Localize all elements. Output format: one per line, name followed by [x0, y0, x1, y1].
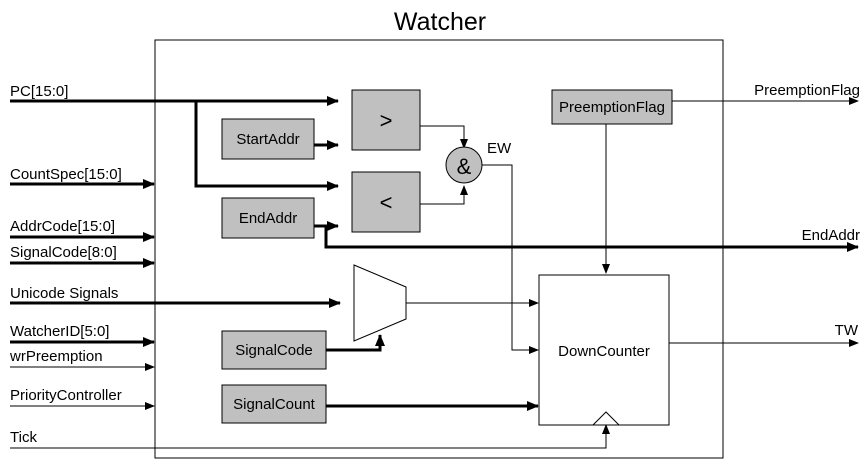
input-label-pc: PC[15:0] — [10, 83, 68, 100]
end-addr-register — [221, 197, 315, 239]
start-addr-register — [221, 118, 315, 160]
ew-label: EW — [487, 140, 512, 157]
input-label-unicode-signals: Unicode Signals — [10, 285, 118, 302]
output-label-endaddr: EndAddr — [802, 227, 860, 244]
output-label-preemptionflag: PreemptionFlag — [754, 82, 860, 99]
and-gate-symbol: & — [457, 154, 472, 179]
less-than-symbol: < — [380, 190, 393, 215]
input-label-wrpreemption: wrPreemption — [9, 348, 103, 365]
less-than-comparator — [351, 171, 421, 233]
input-label-prioritycontroller: PriorityController — [10, 387, 122, 404]
tick-wire — [10, 424, 610, 449]
signal-count-label: SignalCount — [233, 396, 316, 413]
input-label-watcherid: WatcherID[5:0] — [10, 323, 109, 340]
diagram-title: Watcher — [394, 8, 486, 36]
signal-count-register — [221, 384, 327, 424]
greater-than-comparator — [351, 89, 421, 151]
input-label-tick: Tick — [10, 429, 37, 446]
endaddr-output-bus — [314, 224, 859, 252]
ew-to-downcounter-wire — [482, 164, 539, 354]
signalcode-to-mux-bus — [326, 334, 385, 352]
signal-code-label: SignalCode — [235, 342, 313, 359]
less-to-and-wire — [420, 185, 468, 205]
end-addr-label: EndAddr — [239, 210, 297, 227]
signal-code-register — [221, 330, 327, 370]
start-addr-label: StartAddr — [236, 131, 299, 148]
multiplexer — [353, 264, 407, 342]
preemption-flag-register — [551, 89, 673, 125]
output-label-tw: TW — [835, 322, 859, 339]
down-counter — [538, 274, 670, 426]
down-counter-label: DownCounter — [558, 343, 650, 360]
greater-than-symbol: > — [380, 108, 393, 133]
watcher-module-boundary — [154, 39, 724, 459]
input-label-signalcode: SignalCode[8:0] — [10, 244, 117, 261]
pc-to-less-bus — [194, 101, 339, 191]
clock-input-triangle — [592, 411, 620, 426]
greater-to-and-wire — [420, 125, 468, 149]
preemption-flag-label: PreemptionFlag — [559, 99, 665, 116]
input-label-countspec: CountSpec[15:0] — [10, 166, 122, 183]
input-label-addrcode: AddrCode[15:0] — [10, 218, 115, 235]
